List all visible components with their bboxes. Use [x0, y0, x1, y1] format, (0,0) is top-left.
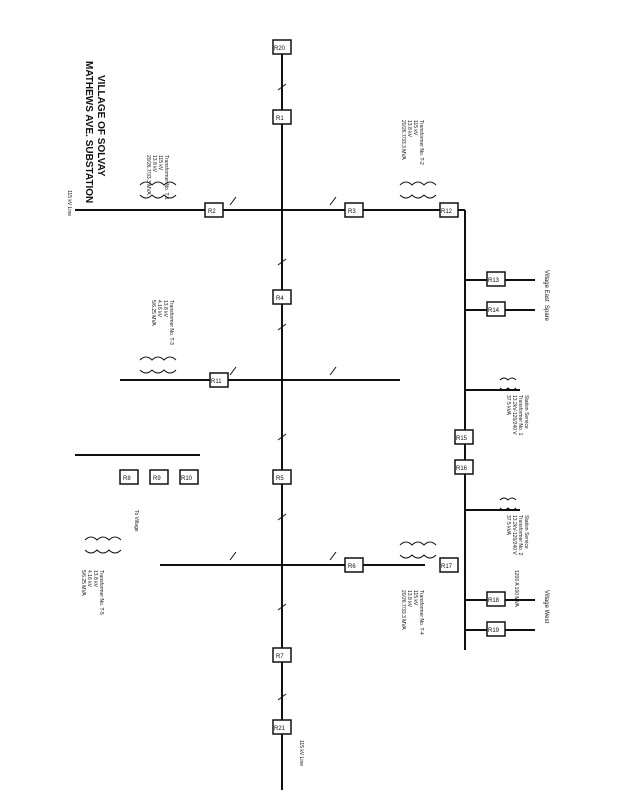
t2-label-3: 20/26.7/33.3 MVA [400, 120, 406, 160]
breaker-r10-label: R10 [181, 476, 193, 482]
breaker-r8: R8 [119, 469, 139, 485]
breaker-r8-label: R8 [123, 476, 131, 482]
transformer-t5 [84, 536, 122, 554]
breaker-r9: R9 [149, 469, 169, 485]
breaker-r6: R6 [344, 557, 364, 573]
breaker-r21-label: R21 [274, 726, 286, 732]
breaker-r5-label: R5 [276, 476, 284, 482]
breaker-r10: R10 [179, 469, 199, 485]
breaker-r12-label: R12 [441, 209, 453, 215]
t3-label-2: 4.16 kV [156, 300, 162, 318]
t2-label-1: 115 kV [412, 120, 418, 136]
breaker-r4-label: R4 [276, 296, 284, 302]
t5-label-2: 4.16 kV [86, 570, 92, 588]
feeder-village-west-label: Village West [543, 590, 549, 623]
breaker-r18: R18 [486, 591, 506, 607]
ss2-label-0: Station Service [523, 515, 529, 549]
breaker-r14: R14 [486, 301, 506, 317]
breaker-r19: R19 [486, 621, 506, 637]
breaker-r1: R1 [272, 109, 292, 125]
breaker-r4: R4 [272, 289, 292, 305]
breaker-r20-label: R20 [274, 46, 286, 52]
breaker-r2-label: R2 [208, 209, 216, 215]
t5-label-0: Transformer No. T-5 [98, 570, 104, 615]
breaker-r3: R3 [344, 202, 364, 218]
breaker-r2: R2 [204, 202, 224, 218]
breaker-r19-label: R19 [488, 628, 500, 634]
t5-label-1: 13.8 kV [92, 570, 98, 588]
transformer-t4 [399, 541, 437, 559]
breaker-r5: R5 [272, 469, 292, 485]
breaker-r12: R12 [439, 202, 459, 218]
ss2-label-3: 37.5 kVA [505, 515, 511, 536]
t1-label-3: 20/26.7/33.3 MVA [145, 155, 151, 195]
breaker-r16: R16 [454, 459, 474, 475]
t2-label-0: Transformer No. T-2 [418, 120, 424, 165]
top-line-label: 115 kV Line [66, 190, 72, 216]
t2-label-2: 13.8 kV [406, 120, 412, 138]
t4-label-1: 115 kV [412, 590, 418, 606]
breaker-r16-label: R16 [456, 466, 468, 472]
breaker-r11-label: R11 [211, 379, 222, 385]
ss2-label-1: Transformer No. 2 [517, 515, 523, 556]
feeder-to-village-label: To Village [133, 510, 139, 532]
breaker-r7: R7 [272, 647, 292, 663]
switches [229, 83, 337, 701]
breaker-r21: R21 [272, 719, 292, 735]
ss1-label-2: 13.2kV-120/240 V [511, 395, 517, 435]
title-line2: MATHEWS AVE. SUBSTATION [83, 61, 94, 203]
breaker-r13-label: R13 [488, 278, 500, 284]
breaker-r3-label: R3 [348, 209, 356, 215]
transformer-t2 [399, 181, 437, 199]
t3-label-1: 13.8 kV [162, 300, 168, 318]
t1-label-1: 115 kV [157, 155, 163, 171]
t5-label-3: 5/6.25 MVA [80, 570, 86, 596]
ss2-label-2: 13.2kV-120/240 V [511, 515, 517, 555]
breaker-r14-label: R14 [488, 308, 500, 314]
t3-label-3: 5/6.25 MVA [150, 300, 156, 326]
t4-label-3: 20/26.7/33.3 MVA [400, 590, 406, 630]
transformer-t3 [139, 356, 177, 374]
breaker-r15: R15 [454, 429, 474, 445]
station-service-transformer-1 [499, 377, 517, 391]
breaker-r15-label: R15 [456, 436, 468, 442]
bottom-line-label: 115 kV Line [298, 740, 304, 766]
t3-label-0: Transformer No. T-3 [168, 300, 174, 345]
breaker-r17-label: R17 [441, 564, 453, 570]
breaker-r7-label: R7 [276, 654, 284, 660]
ss1-label-0: Station Service [523, 395, 529, 429]
station-service-transformer-2 [499, 497, 517, 511]
feeder-village-east-label: Village East [543, 270, 549, 302]
breaker-r17: R17 [439, 557, 459, 573]
title-line1: VILLAGE OF SOLVAY [95, 75, 106, 177]
breaker-r18-label: R18 [488, 598, 500, 604]
feeder-spare-label: Spare [543, 305, 549, 322]
feeder-note-label: 1200 A 100 MVA [513, 570, 519, 608]
breaker-r13: R13 [486, 271, 506, 287]
transformer-t1 [139, 181, 177, 199]
t1-label-0: Transformer No. T-1 [163, 155, 169, 200]
t4-label-2: 13.8 kV [406, 590, 412, 608]
breaker-r1-label: R1 [276, 116, 284, 122]
ss1-label-3: 37.5 kVA [505, 395, 511, 416]
t1-label-2: 13.8 kV [151, 155, 157, 173]
ss1-label-1: Transformer No. 1 [517, 395, 523, 436]
breaker-r20: R20 [272, 39, 292, 55]
breaker-r11: R11 [209, 372, 229, 388]
breaker-r6-label: R6 [348, 564, 356, 570]
breaker-r9-label: R9 [153, 476, 161, 482]
t4-label-0: Transformer No. T-4 [418, 590, 424, 635]
